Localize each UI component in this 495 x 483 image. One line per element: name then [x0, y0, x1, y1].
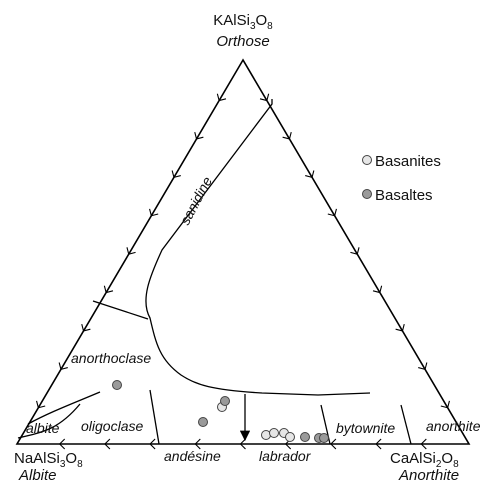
point-basalte — [112, 380, 122, 390]
point-basanite — [285, 432, 295, 442]
field-label-anorthoclase: anorthoclase — [71, 350, 151, 366]
edge-ticks — [36, 93, 450, 450]
tick-mark — [81, 323, 91, 332]
tick-mark — [103, 285, 114, 294]
sanidine-boundary — [145, 99, 371, 396]
field-label-oligoclase: oligoclase — [81, 418, 143, 434]
tick-mark — [282, 131, 292, 140]
field-label-labrador: labrador — [259, 448, 312, 464]
tick-mark — [194, 131, 204, 140]
tick-mark — [420, 438, 427, 450]
vertex-left-formula: NaAlSi3O8 — [14, 450, 83, 470]
legend-marker-basaltes — [362, 189, 372, 199]
tick-mark — [372, 285, 383, 294]
field-label-bytownite: bytownite — [336, 420, 395, 436]
legend-label-basaltes: Basaltes — [375, 187, 433, 204]
point-basalte — [198, 417, 208, 427]
field-label-albite: albite — [26, 420, 60, 436]
tick-mark — [194, 438, 201, 450]
albite-oligoclase-boundary — [27, 391, 101, 425]
field-boundaries — [17, 99, 412, 445]
ternary-triangle — [15, 58, 471, 445]
tick-mark — [149, 208, 159, 217]
vertex-top-formula: KAlSi3O8 — [213, 12, 273, 32]
tick-mark — [58, 362, 68, 371]
tick-mark — [149, 438, 156, 450]
legend-label-basanites: Basanites — [375, 153, 441, 170]
tick-mark — [350, 247, 360, 255]
tick-mark — [216, 93, 227, 102]
point-basalte — [319, 433, 329, 443]
bytownite-anorthite-boundary — [400, 404, 412, 445]
tick-mark — [440, 400, 450, 409]
tick-mark — [259, 93, 270, 102]
data-points — [112, 380, 329, 443]
albite-lower-boundary — [17, 403, 81, 439]
anorthoclase-boundary — [92, 300, 149, 320]
vertex-right-formula: CaAlSi2O8 — [390, 450, 459, 470]
tick-mark — [375, 438, 382, 450]
vertex-left-name: Albite — [18, 467, 57, 483]
oligoclase-andesine-boundary — [149, 389, 160, 445]
point-basalte — [220, 396, 230, 406]
vertex-right-name: Anorthite — [398, 467, 459, 483]
tick-mark — [327, 208, 337, 217]
field-label-andesine: andésine — [164, 448, 221, 464]
point-basalte — [300, 432, 310, 442]
field-label-sanidine: sanidine — [177, 174, 216, 228]
legend-marker-basanites — [362, 155, 372, 165]
tick-mark — [126, 247, 136, 255]
tick-mark — [171, 170, 181, 179]
tick-mark — [305, 170, 315, 179]
tick-mark — [395, 323, 405, 332]
tick-mark — [58, 438, 66, 450]
tick-mark — [330, 438, 337, 450]
tick-mark — [104, 438, 111, 450]
vertex-top-name: Orthose — [216, 33, 269, 50]
tick-mark — [36, 400, 46, 409]
field-label-anorthite: anorthite — [426, 418, 481, 434]
point-basanite — [269, 428, 279, 438]
legend: Basanites Basaltes — [362, 153, 441, 204]
tick-mark — [418, 362, 428, 371]
